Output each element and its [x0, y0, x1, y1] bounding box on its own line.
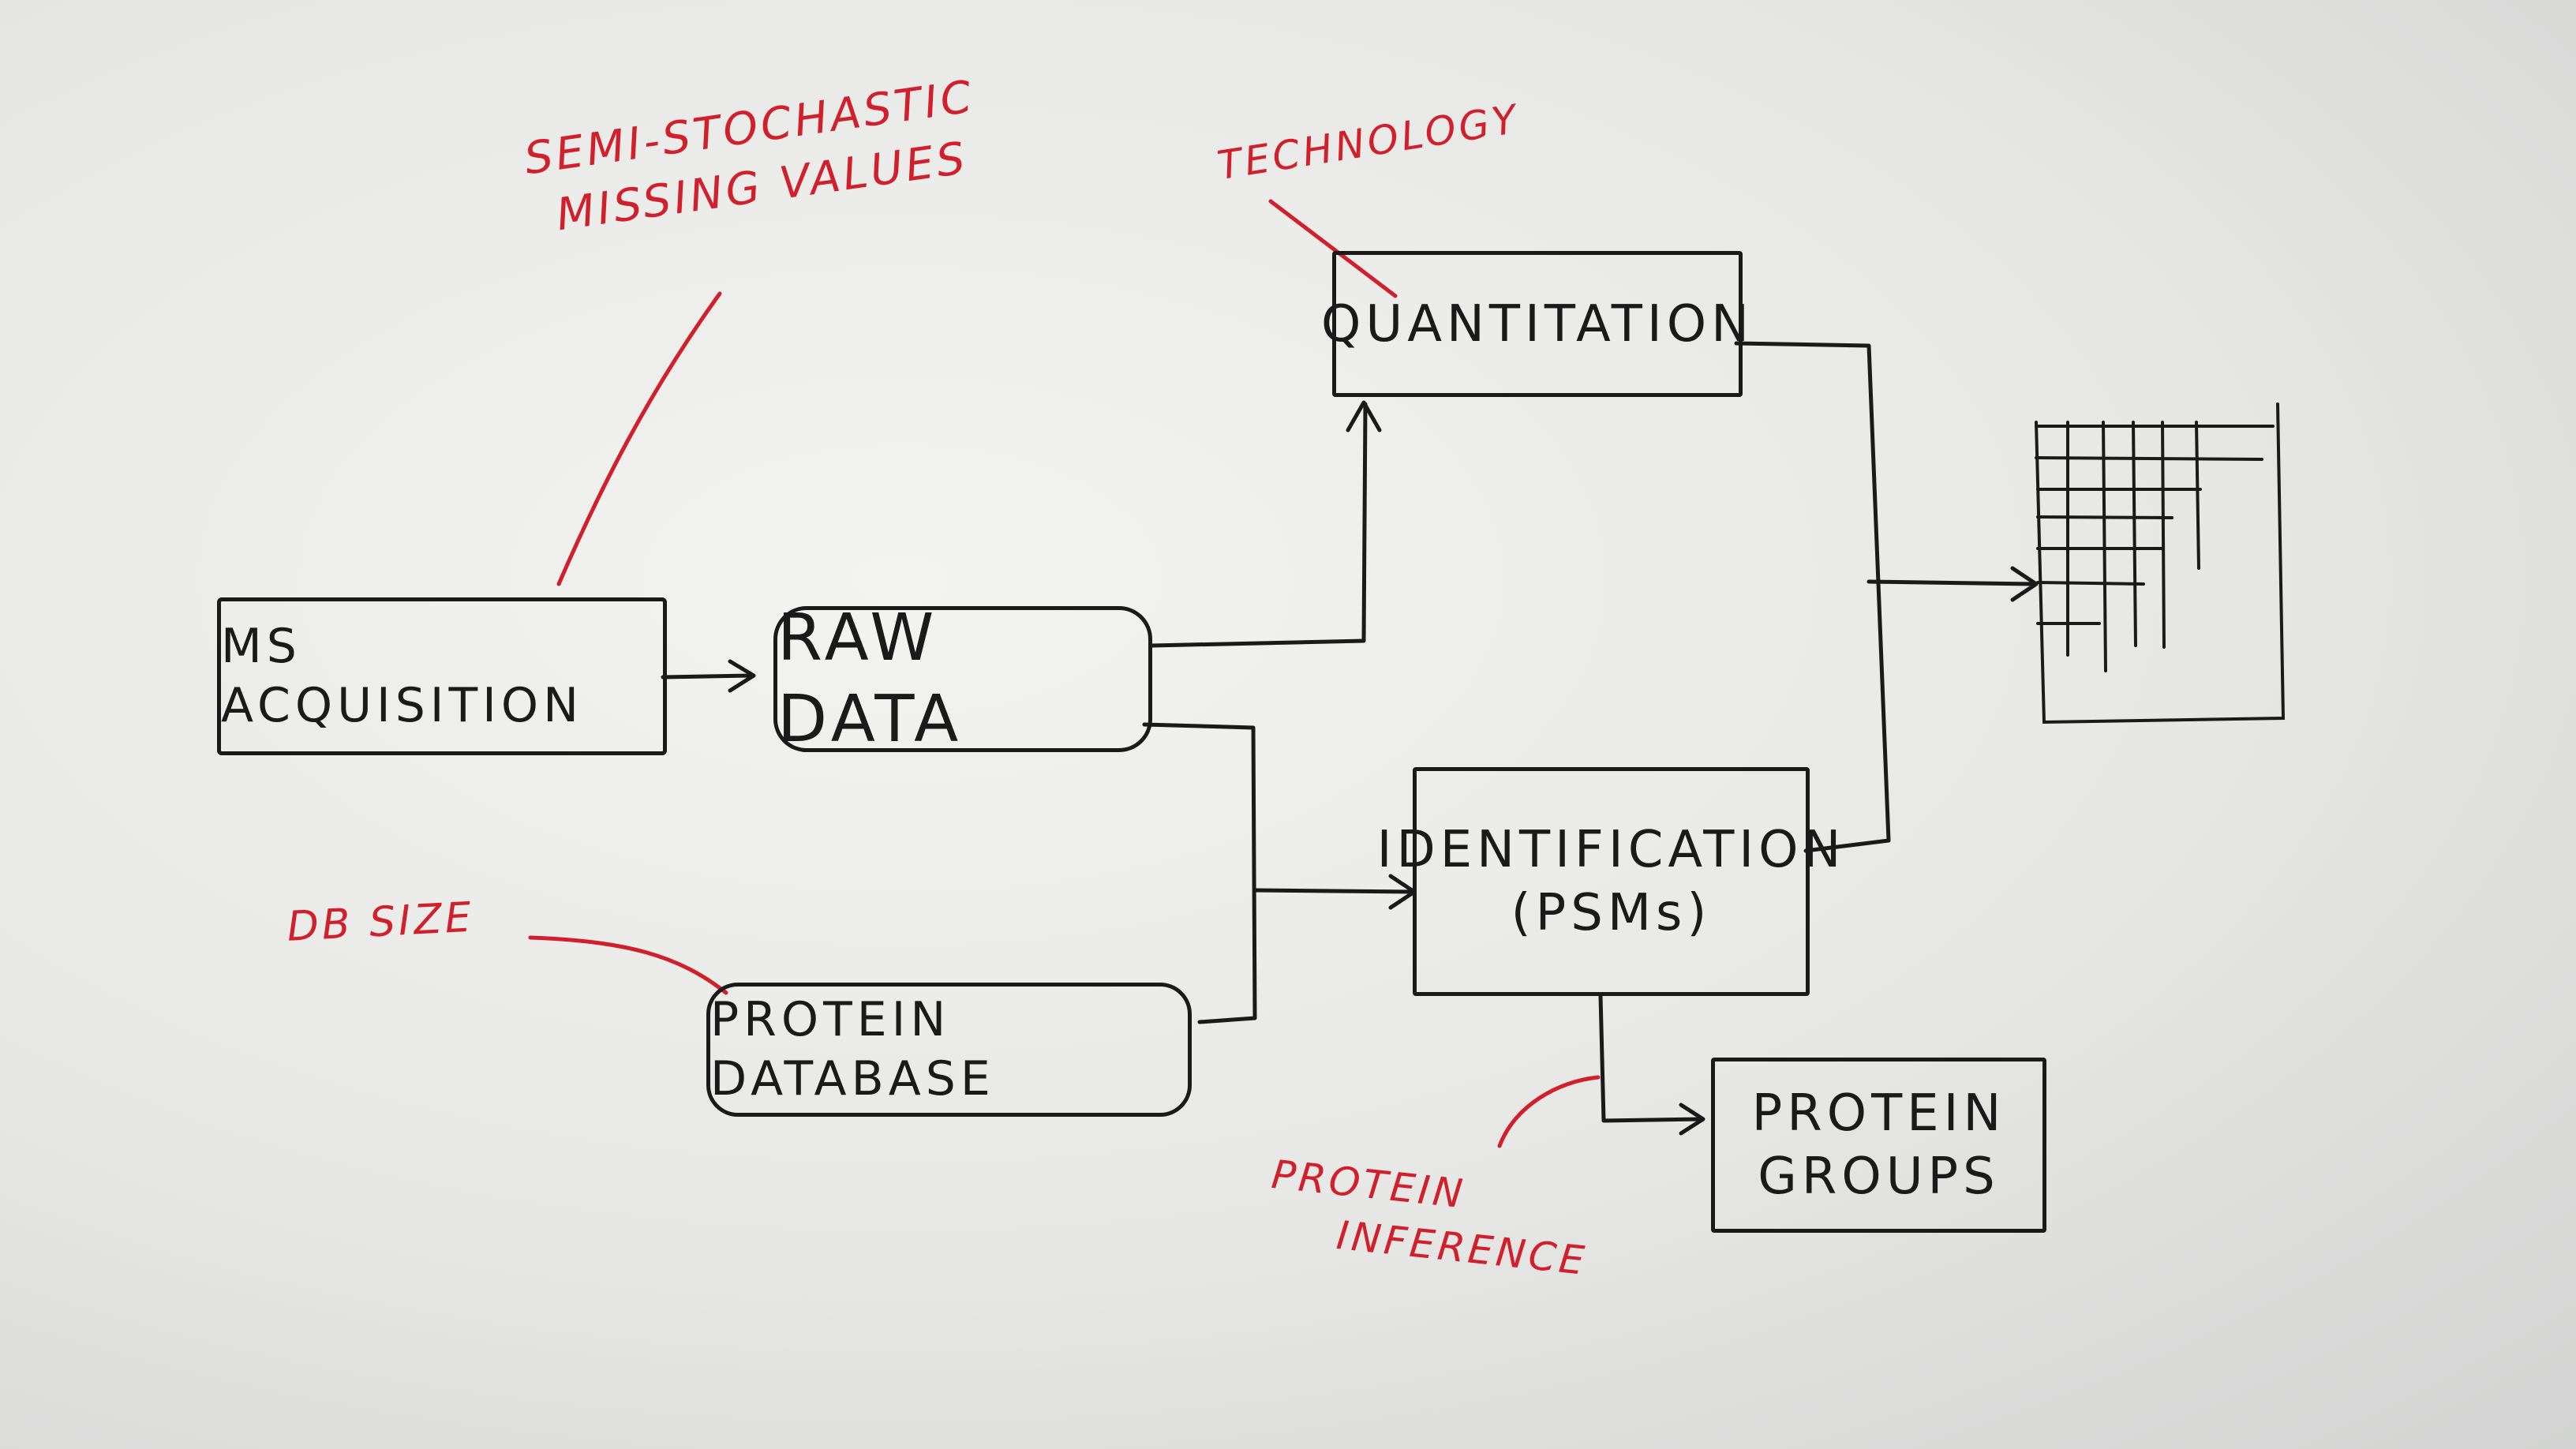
line-quantitation-to-output — [1734, 341, 1891, 853]
ms-acquisition-label: MS ACQUISITION — [221, 619, 583, 733]
pointer-technology — [1268, 199, 1398, 298]
arrow-ms-to-raw — [661, 659, 756, 693]
arrow-identification-to-protein-groups — [1598, 994, 1705, 1136]
protein-database-label: PROTEIN DATABASE — [710, 992, 995, 1106]
db-size-label: DB SIZE — [286, 893, 476, 951]
raw-data-node: RAW DATA — [773, 601, 1152, 757]
pointer-semi-stochastic — [556, 291, 722, 586]
pointer-db-size — [528, 935, 728, 995]
quantitation-label: QUANTITATION — [1321, 294, 1754, 354]
db-size-annotation: DB SIZE — [286, 890, 475, 955]
psms-label: (PSMs) — [1511, 884, 1712, 942]
table-grid-icon — [2035, 402, 2286, 724]
raw-data-label: RAW DATA — [777, 601, 964, 757]
arrow-raw-to-quantitation — [1150, 400, 1382, 648]
protein-groups-line2: GROUPS — [1758, 1148, 2000, 1206]
protein-groups-line1: PROTEIN — [1751, 1084, 2006, 1143]
identification-node: IDENTIFICATION (PSMs) — [1377, 767, 1840, 996]
pointer-protein-inference — [1497, 1075, 1601, 1148]
arrow-merge-to-table — [1866, 566, 2039, 602]
protein-groups-node: PROTEIN GROUPS — [1711, 1058, 2046, 1233]
line-raw-to-junction — [1142, 722, 1257, 1024]
quantitation-node: QUANTITATION — [1321, 251, 1749, 397]
identification-label: IDENTIFICATION — [1376, 821, 1846, 879]
ms-acquisition-node: MS ACQUISITION — [217, 597, 667, 755]
protein-database-node: PROTEIN DATABASE — [706, 983, 1192, 1117]
